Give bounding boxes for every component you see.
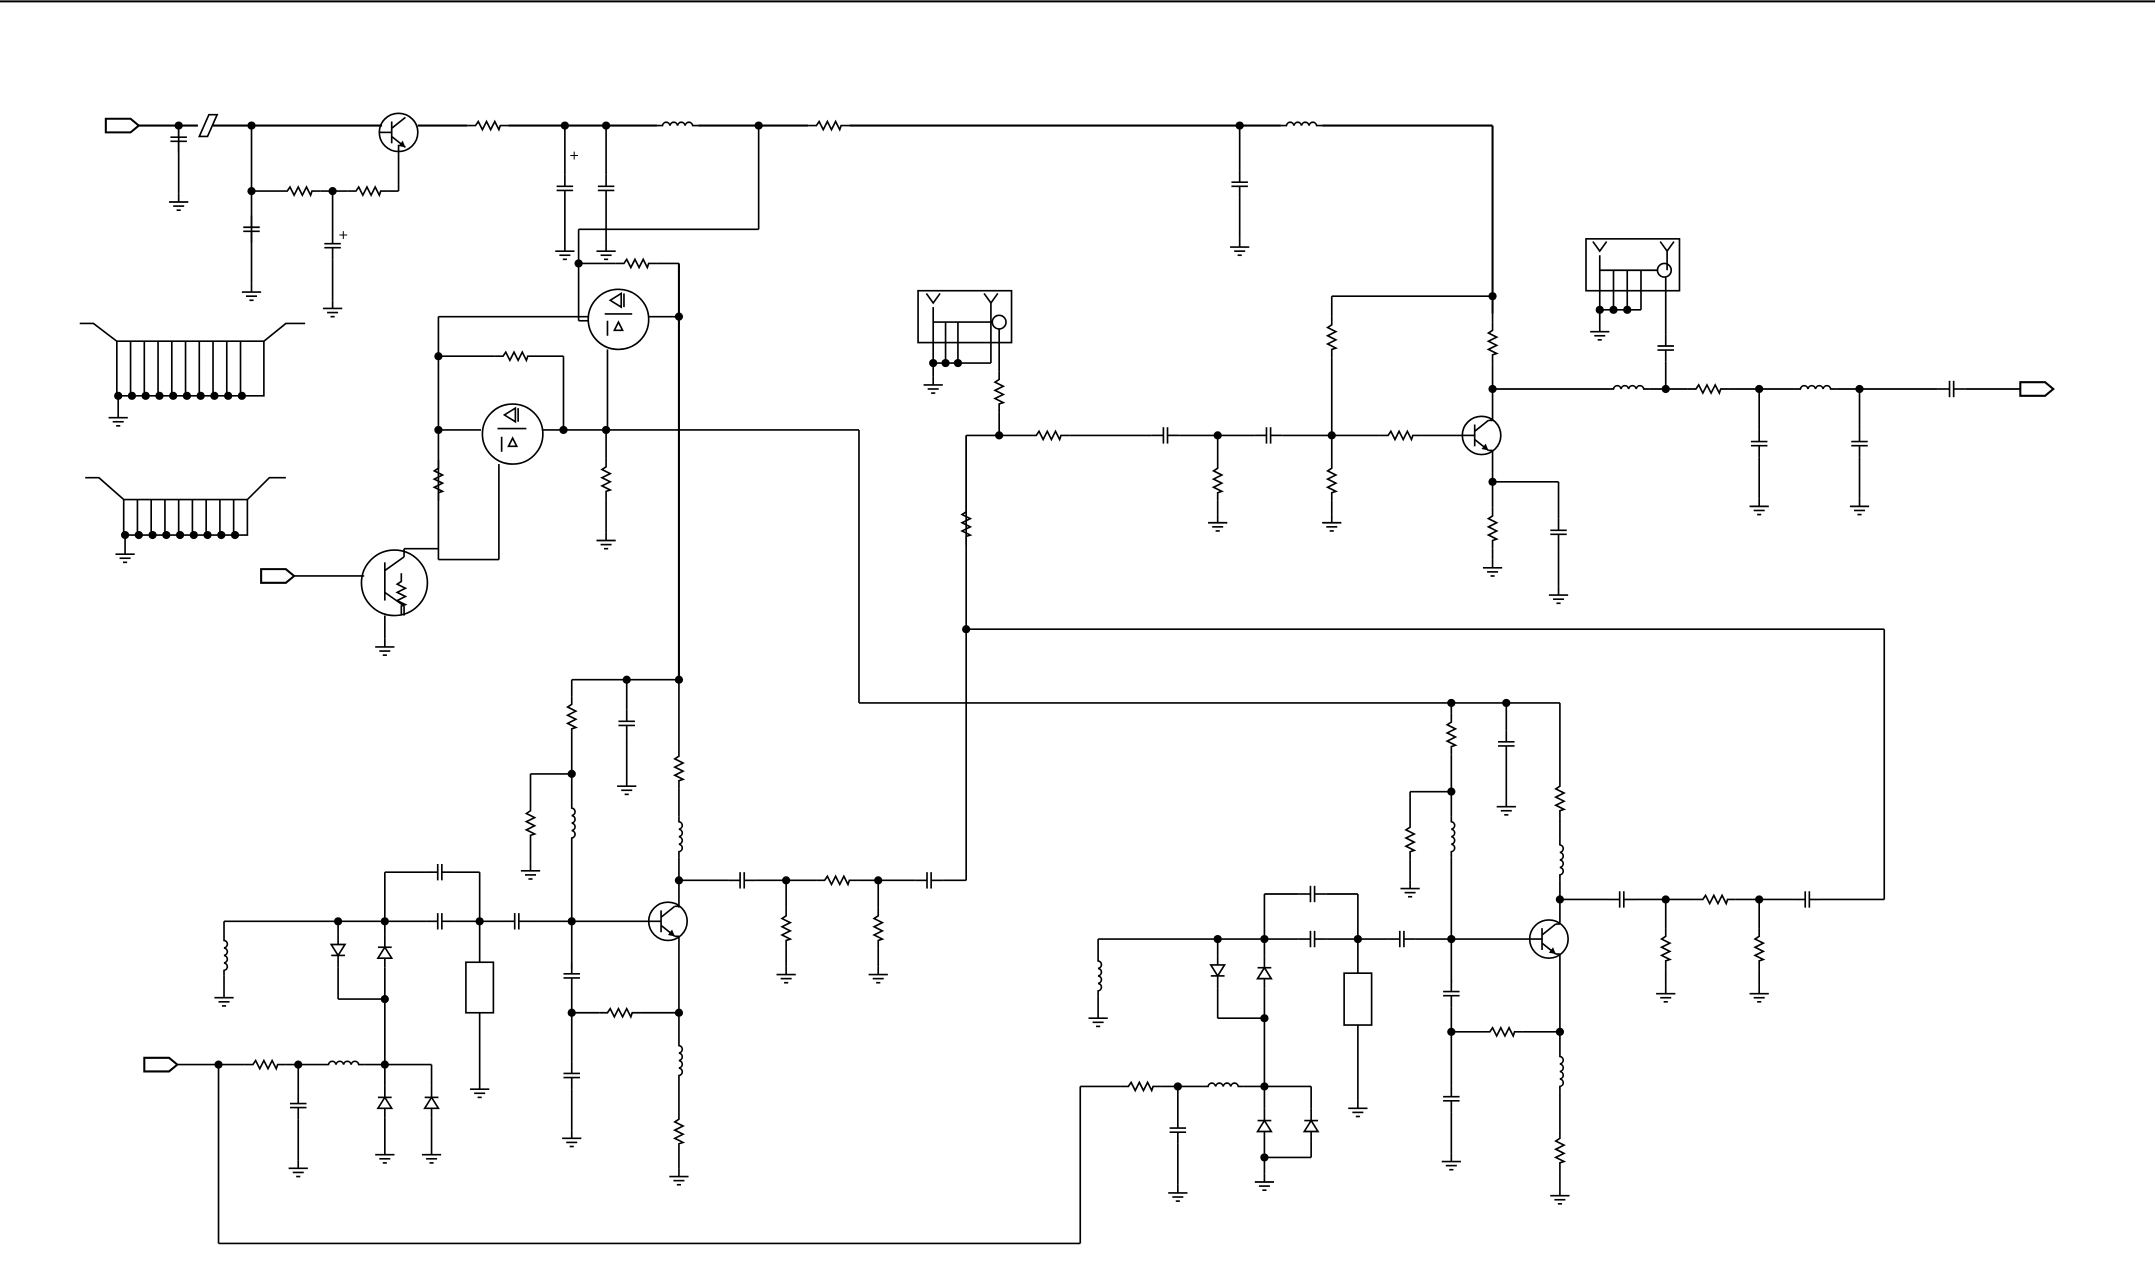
supply-input-port[interactable] [106, 119, 139, 133]
stub-element [466, 962, 493, 1013]
stage-1-left [144, 435, 1080, 1243]
svg-text:+: + [338, 228, 348, 242]
agc-input-port[interactable] [144, 1058, 177, 1072]
test-connector-1 [918, 291, 1011, 343]
q3-transistor-icon [1462, 416, 1500, 454]
mosfet-1-icon [588, 289, 648, 349]
bias-switch-section [261, 259, 859, 682]
mosfet-2-icon [482, 404, 542, 464]
svg-text:+: + [569, 149, 579, 163]
ground-block-2 [85, 478, 286, 563]
stage-2-right [1080, 699, 1884, 1204]
q2-transistor-icon [1530, 920, 1568, 958]
control-transistor-icon [361, 550, 427, 616]
rf-output-port[interactable] [2020, 382, 2053, 396]
ground-block-1 [80, 323, 305, 425]
q1-transistor-icon [649, 902, 687, 940]
control-input-port[interactable] [261, 569, 294, 583]
stub-element-2 [1344, 973, 1371, 1025]
stage-3-output [859, 239, 2053, 900]
power-supply-section: + + [106, 113, 1493, 320]
